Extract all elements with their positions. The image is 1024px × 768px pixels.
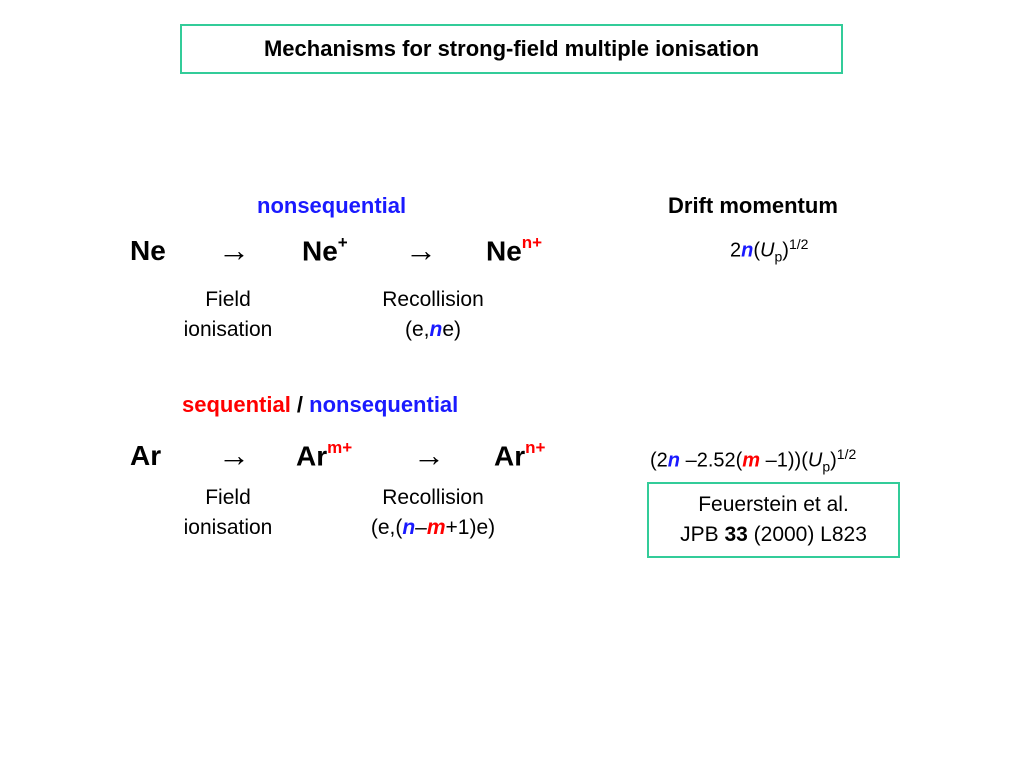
ar-neutral: Ar (130, 440, 162, 471)
step1-label-row2: Field ionisation (183, 486, 273, 539)
title-box: Mechanisms for strong-field multiple ion… (180, 24, 843, 74)
ne-neutral: Ne (130, 235, 166, 266)
step2-label-row2: Recollision (e,(n–m+1)e) (370, 486, 496, 539)
ar-m-ion: Arm+ (296, 438, 353, 472)
arrow-icon: → (218, 437, 250, 473)
drift-formula-2: (2n –2.52(m –1))(Up)1/2 (650, 446, 857, 475)
reference-authors: Feuerstein et al. (698, 493, 849, 516)
arrow-icon: → (218, 232, 250, 268)
ne-single-ion: Ne+ (302, 233, 348, 267)
step2-label-row1: Recollision (e,ne) (382, 288, 484, 341)
slide-title: Mechanisms for strong-field multiple ion… (263, 36, 760, 61)
reference-citation: JPB 33 (2000) L823 (680, 523, 867, 546)
arrow-icon: → (413, 437, 445, 473)
step1-label-row1: Field ionisation (183, 288, 273, 341)
drift-formula-1: 2n(Up)1/2 (730, 236, 809, 265)
drift-momentum-heading: Drift momentum (668, 193, 838, 218)
reference-box: Feuerstein et al. JPB 33 (2000) L823 (647, 482, 900, 558)
nonsequential-heading: nonsequential (257, 193, 407, 218)
ne-multi-ion: Nen+ (486, 233, 543, 267)
sequential-heading: sequential / nonsequential (182, 392, 459, 417)
ar-n-ion: Arn+ (494, 438, 546, 472)
arrow-icon: → (405, 232, 437, 268)
